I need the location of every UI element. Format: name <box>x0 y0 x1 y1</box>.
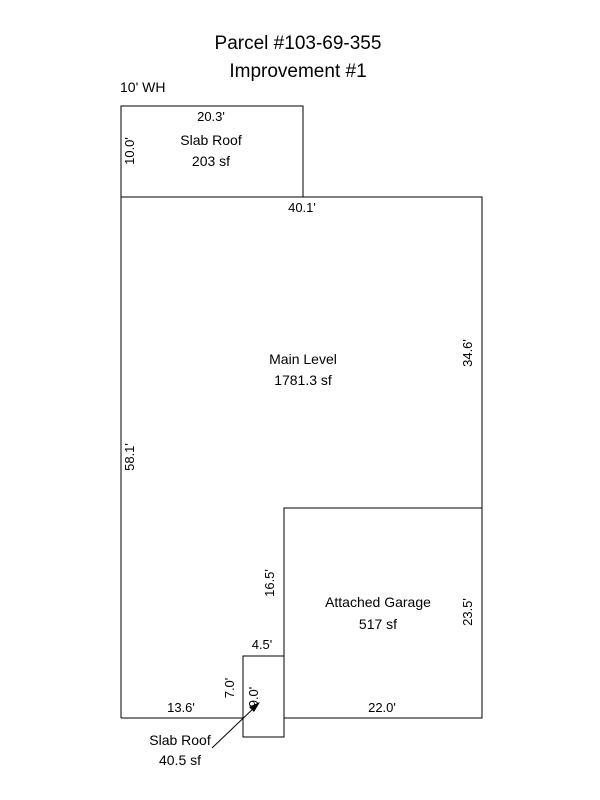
bottom-left-width-label: 13.6' <box>167 700 195 715</box>
slab-top-depth-label: 10.0' <box>122 137 137 165</box>
pointer-arrowhead <box>249 702 260 712</box>
parcel-title: Parcel #103-69-355 <box>215 33 382 54</box>
slab-roof-bottom-area: 40.5 sf <box>159 752 201 768</box>
slab-top-width-label: 20.3' <box>197 109 225 124</box>
slab-roof-bottom-name: Slab Roof <box>149 732 211 748</box>
main-top-width-label: 40.1' <box>288 200 316 215</box>
slab-bottom-height-label: 9.0' <box>246 687 261 708</box>
improvement-title: Improvement #1 <box>229 61 366 82</box>
wh-note: 10' WH <box>120 79 165 95</box>
main-level-outline <box>121 196 483 508</box>
attached-garage-area: 517 sf <box>359 616 397 632</box>
pointer-arrow-line <box>211 705 257 749</box>
garage-right-height-label: 23.5' <box>460 598 475 626</box>
attached-garage-outline <box>283 507 483 719</box>
slab-roof-bottom-outline <box>242 655 285 738</box>
slab-roof-top-name: Slab Roof <box>180 132 242 148</box>
slab-roof-top-area: 203 sf <box>192 153 230 169</box>
small-left-height-label: 7.0' <box>222 678 237 699</box>
main-level-name: Main Level <box>269 351 337 367</box>
bottom-right-width-label: 22.0' <box>368 700 396 715</box>
main-right-upper-label: 34.6' <box>460 339 475 367</box>
attached-garage-name: Attached Garage <box>325 594 431 610</box>
main-level-area: 1781.3 sf <box>274 372 332 388</box>
garage-left-height-label: 16.5' <box>262 569 277 597</box>
small-top-width-label: 4.5' <box>252 637 273 652</box>
main-left-height-label: 58.1' <box>122 443 137 471</box>
